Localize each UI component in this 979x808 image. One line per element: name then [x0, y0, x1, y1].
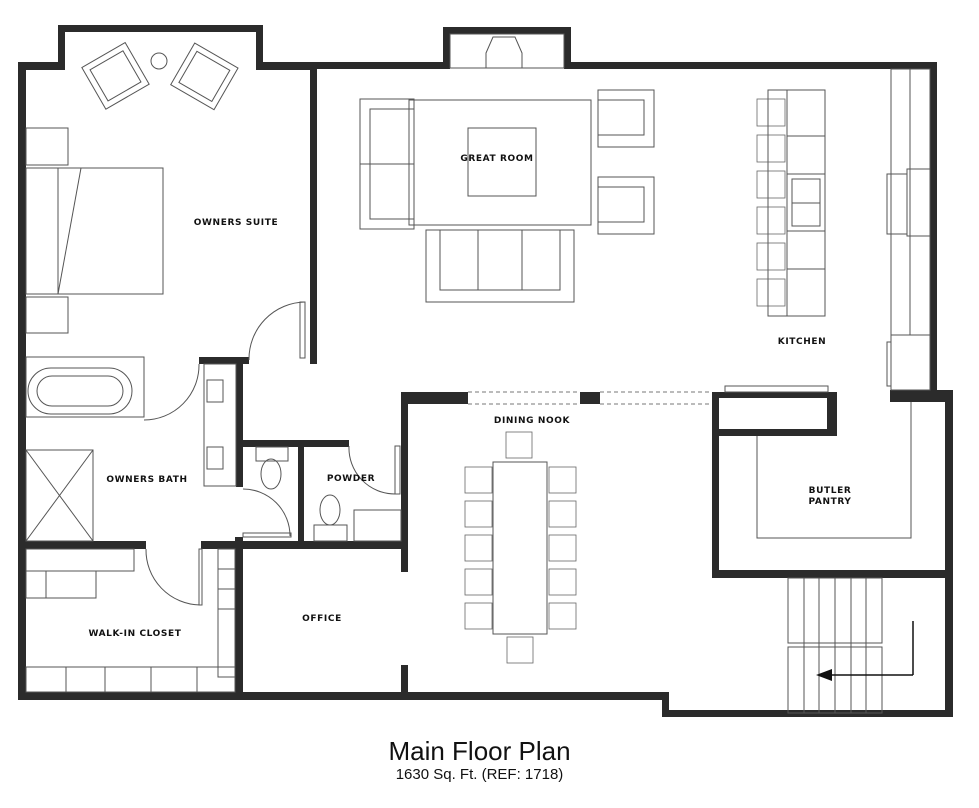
- plan-title: Main Floor Plan: [388, 736, 571, 766]
- shower: [25, 449, 94, 542]
- armchair-right: [170, 42, 239, 111]
- nightstand-top: [25, 127, 69, 166]
- door-swing: [248, 301, 306, 361]
- plan-subtitle: 1630 Sq. Ft. (REF: 1718): [395, 766, 564, 783]
- armchair-1: [597, 89, 655, 148]
- dining-furniture: [464, 431, 577, 664]
- label-great-room: GREAT ROOM: [460, 154, 533, 164]
- stair-arrow-icon: [816, 669, 832, 681]
- label-walk-in-closet: WALK-IN CLOSET: [88, 629, 181, 639]
- label-butler-pantry-2: PANTRY: [809, 497, 852, 507]
- armchair-left: [81, 41, 150, 110]
- kitchen-island: [767, 89, 826, 317]
- label-owners-suite: OWNERS SUITE: [194, 218, 278, 228]
- vanity: [203, 363, 237, 487]
- side-table: [150, 52, 168, 70]
- armchair-2: [597, 176, 655, 235]
- toilet: [260, 458, 282, 490]
- coffee-table: [467, 127, 537, 197]
- sofa-bottom: [425, 229, 575, 303]
- powder-furniture: [313, 445, 402, 542]
- label-office: OFFICE: [302, 614, 342, 624]
- room-labels: OWNERS SUITE GREAT ROOM KITCHEN DINING N…: [88, 154, 852, 639]
- label-butler-pantry-1: BUTLER: [809, 486, 852, 496]
- owners-suite-furniture: [25, 41, 306, 361]
- open-partition-lines: [468, 391, 712, 405]
- exterior-walls: [18, 25, 953, 717]
- great-room-furniture: [359, 33, 655, 303]
- kitchen-furniture: [724, 68, 931, 393]
- dining-table: [492, 461, 548, 635]
- label-kitchen: KITCHEN: [778, 337, 826, 347]
- bed: [25, 167, 164, 295]
- label-dining-nook: DINING NOOK: [494, 416, 571, 426]
- interior-walls: [18, 62, 952, 700]
- pantry-furniture: [756, 402, 912, 539]
- nightstand-bottom: [25, 296, 69, 334]
- bathtub: [27, 367, 133, 415]
- powder-toilet: [319, 494, 341, 526]
- label-powder: POWDER: [327, 474, 375, 484]
- area-rug: [408, 99, 592, 226]
- staircase[interactable]: [787, 577, 914, 714]
- owners-bath-furniture: [25, 356, 292, 542]
- label-owners-bath: OWNERS BATH: [106, 475, 187, 485]
- closet-furniture: [25, 548, 236, 693]
